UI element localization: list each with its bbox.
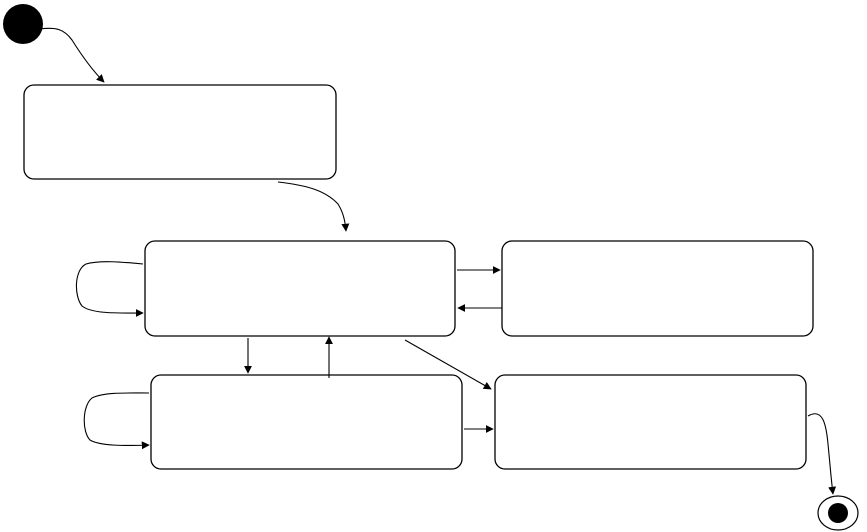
transition-s1-to-s2 [277, 181, 350, 232]
transition-s2-to-s5 [404, 339, 492, 390]
state-box-1 [23, 84, 337, 180]
transition-s4-self-loop [83, 392, 150, 450]
state-box-4 [150, 374, 463, 470]
state-box-3 [501, 240, 814, 337]
state-box-5 [494, 374, 807, 470]
transition-s2-self-loop [75, 261, 144, 318]
final-state-node [817, 495, 859, 531]
transition-s5-to-final [807, 413, 837, 495]
state-box-2 [144, 240, 456, 337]
transition-initial-to-s1 [39, 27, 105, 83]
initial-state-node [3, 4, 43, 44]
